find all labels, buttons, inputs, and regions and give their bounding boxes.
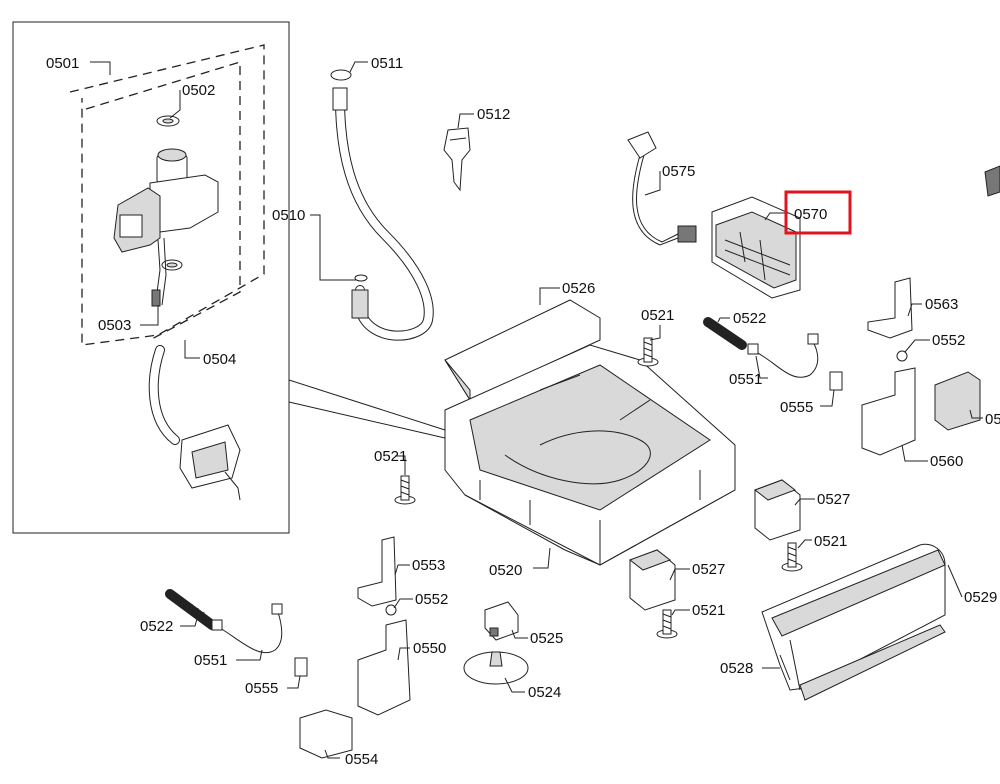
label-0503[interactable]: 0503: [98, 317, 131, 334]
power-cable-part: [627, 131, 697, 246]
label-0502[interactable]: 0502: [182, 82, 215, 99]
label-0552-left[interactable]: 0552: [415, 591, 448, 608]
control-module-part: [711, 196, 801, 299]
label-0527-left[interactable]: 0527: [692, 561, 725, 578]
label-0526[interactable]: 0526: [562, 280, 595, 297]
label-0524[interactable]: 0524: [528, 684, 561, 701]
label-0554[interactable]: 0554: [345, 751, 378, 768]
label-0520[interactable]: 0520: [489, 562, 522, 579]
label-0521-mid-right[interactable]: 0521: [814, 533, 847, 550]
leader-lines: [90, 61, 983, 759]
label-0527-right[interactable]: 0527: [817, 491, 850, 508]
label-0521-bottom[interactable]: 0521: [692, 602, 725, 619]
label-0511[interactable]: 0511: [371, 55, 403, 72]
label-0512[interactable]: 0512: [477, 106, 510, 123]
clip-part-0512: [443, 127, 471, 192]
part-labels: 0501 0502 0503 0504 0511 0510 0512 0575 …: [46, 55, 1000, 768]
hinge-left: [299, 536, 411, 759]
water-valve-inset: [12, 21, 446, 534]
label-0504[interactable]: 0504: [203, 351, 236, 368]
label-0551-right[interactable]: 0551: [729, 371, 762, 388]
label-0563[interactable]: 0563: [925, 296, 958, 313]
plinth-parts: [761, 543, 946, 701]
label-0551-left[interactable]: 0551: [194, 652, 227, 669]
label-0522-right[interactable]: 0522: [733, 310, 766, 327]
label-0528[interactable]: 0528: [720, 660, 753, 677]
label-0575[interactable]: 0575: [662, 163, 695, 180]
label-0529[interactable]: 0529: [964, 589, 997, 606]
label-0525[interactable]: 0525: [530, 630, 563, 647]
highlight-box-0570: [784, 190, 852, 235]
label-0550[interactable]: 0550: [413, 640, 446, 657]
screw-parts: [394, 337, 803, 639]
label-0570[interactable]: 0570: [794, 206, 827, 223]
label-0510[interactable]: 0510: [272, 207, 305, 224]
label-0521-top[interactable]: 0521: [641, 307, 674, 324]
label-0521-left[interactable]: 0521: [374, 448, 407, 465]
small-parts: [463, 601, 529, 685]
feet-parts: [628, 479, 801, 611]
label-0553[interactable]: 0553: [412, 557, 445, 574]
spring-cable-left: [165, 589, 308, 677]
label-0555-left[interactable]: 0555: [245, 680, 278, 697]
drain-hose-part: [330, 69, 434, 341]
label-0560[interactable]: 0560: [930, 453, 963, 470]
label-05-cut[interactable]: 05: [985, 411, 1000, 428]
inlet-valve-part: [113, 115, 219, 307]
label-0522-left[interactable]: 0522: [140, 618, 173, 635]
base-tub-part: [444, 299, 736, 566]
label-0555-right[interactable]: 0555: [780, 399, 813, 416]
aquastop-part: [179, 424, 241, 501]
label-0501[interactable]: 0501: [46, 55, 79, 72]
spring-cable-right: [703, 317, 843, 391]
hinge-right: [861, 277, 981, 456]
label-0552-right[interactable]: 0552: [932, 332, 965, 349]
